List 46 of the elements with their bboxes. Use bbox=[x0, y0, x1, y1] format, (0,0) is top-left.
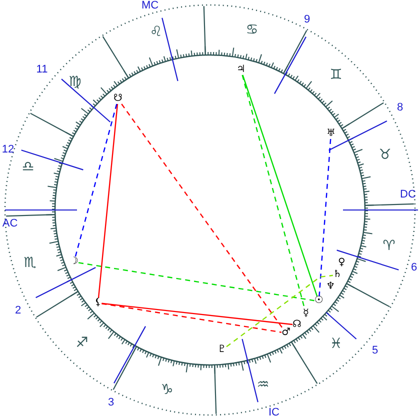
planet-glyph: ☽ bbox=[70, 257, 78, 267]
house-number: 3 bbox=[108, 398, 114, 408]
aspect-line bbox=[102, 302, 293, 326]
planet-glyph: ♆ bbox=[326, 282, 336, 292]
house-number: 11 bbox=[36, 64, 48, 76]
planet-glyph: ♃ bbox=[236, 65, 246, 75]
planet-glyph: ☊ bbox=[292, 320, 302, 330]
planet-glyph: ⚸ bbox=[94, 298, 102, 308]
aspect-line bbox=[98, 104, 118, 298]
house-number: 9 bbox=[304, 14, 310, 26]
house-number: 5 bbox=[372, 346, 378, 356]
house-number: IC bbox=[268, 408, 280, 418]
zodiac-sign-glyph: ♐ bbox=[76, 336, 88, 350]
zodiac-sign-glyph: ♓ bbox=[330, 337, 342, 351]
zodiac-sign-glyph: ♒ bbox=[256, 378, 270, 392]
zodiac-sign-glyph: ♉ bbox=[378, 148, 392, 162]
zodiac-sign-glyph: ♌ bbox=[150, 25, 162, 39]
house-number: 6 bbox=[410, 262, 418, 274]
zodiac-sign-glyph: ♊ bbox=[330, 68, 342, 82]
planet-glyph: ☋ bbox=[114, 94, 122, 104]
planet-glyph: ♅ bbox=[326, 129, 336, 139]
aspect-line bbox=[318, 138, 332, 296]
house-number: AC bbox=[2, 218, 18, 230]
zodiac-sign-glyph: ♏ bbox=[24, 256, 36, 270]
aspect-line bbox=[242, 74, 318, 296]
aspect-line bbox=[226, 274, 333, 348]
planet-glyph: ♀ bbox=[338, 258, 346, 268]
zodiac-sign-glyph: ♑ bbox=[160, 383, 174, 397]
zodiac-sign-glyph: ♎ bbox=[22, 160, 34, 174]
zodiac-sign-glyph: ♈ bbox=[382, 239, 396, 253]
aspect-line bbox=[78, 262, 314, 302]
house-number: DC bbox=[400, 190, 416, 200]
house-number: 2 bbox=[14, 306, 22, 316]
zodiac-sign-glyph: ♍ bbox=[68, 75, 82, 89]
planet-glyph: ♂ bbox=[282, 328, 290, 338]
zodiac-sign-glyph: ♋ bbox=[246, 23, 258, 37]
planet-glyph: ☉ bbox=[314, 296, 324, 306]
house-number: MC bbox=[141, 0, 159, 12]
house-number: 12 bbox=[2, 144, 14, 156]
planet-glyph: ♄ bbox=[332, 270, 342, 280]
house-number: 8 bbox=[396, 102, 404, 114]
planet-glyph: ♇ bbox=[218, 345, 226, 355]
aspect-line bbox=[102, 303, 282, 333]
aspect-line bbox=[74, 104, 118, 258]
aspect-line bbox=[121, 104, 283, 328]
planet-glyph: ☿ bbox=[302, 309, 310, 319]
